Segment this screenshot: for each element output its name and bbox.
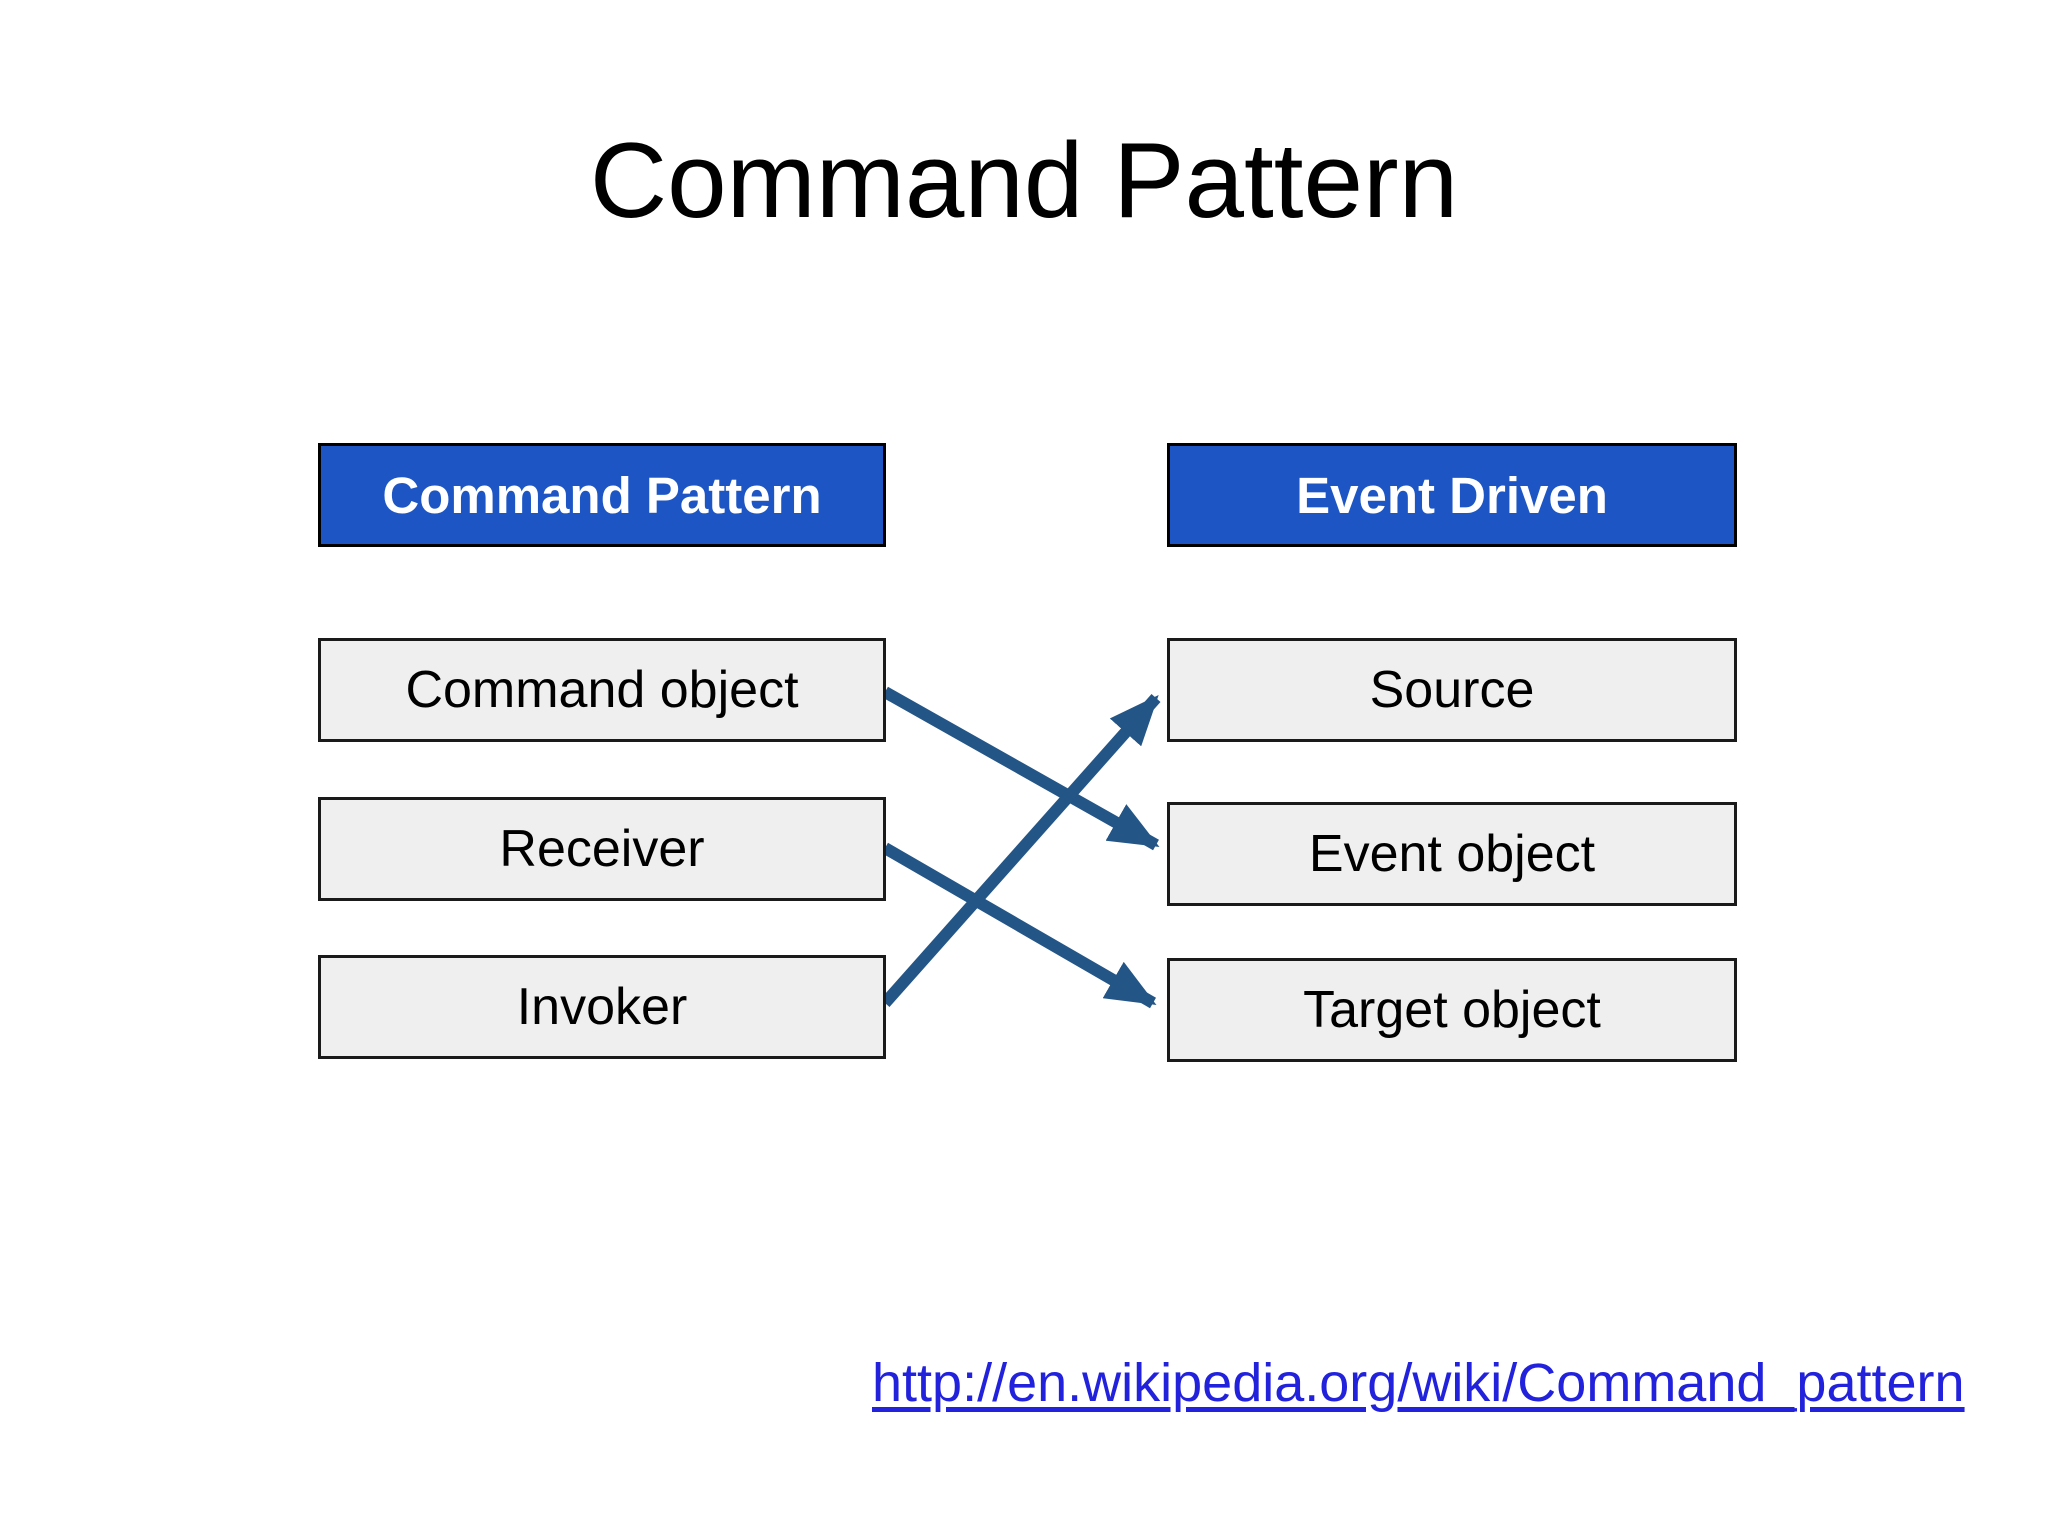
wikipedia-link[interactable]: http://en.wikipedia.org/wiki/Command_pat… [872, 1353, 1965, 1413]
left-column-header: Command Pattern [318, 443, 886, 547]
box-target-object: Target object [1167, 958, 1737, 1062]
box-event-object-label: Event object [1308, 825, 1596, 883]
left-column-header-label: Command Pattern [382, 466, 822, 524]
right-column-header-label: Event Driven [1296, 466, 1608, 524]
box-source-label: Source [1369, 661, 1535, 719]
box-command-object: Command object [318, 638, 886, 742]
page-title: Command Pattern [589, 120, 1459, 240]
box-target-object-label: Target object [1303, 981, 1601, 1039]
right-column-header: Event Driven [1167, 443, 1737, 547]
box-receiver: Receiver [318, 797, 886, 901]
box-event-object: Event object [1167, 802, 1737, 906]
box-invoker-label: Invoker [516, 978, 688, 1036]
box-invoker: Invoker [318, 955, 886, 1059]
arrow-receiver-to-target-object [881, 842, 1157, 1009]
box-command-object-label: Command object [405, 661, 799, 719]
arrow-command-object-to-event-object [882, 686, 1160, 851]
box-source: Source [1167, 638, 1737, 742]
arrow-invoker-to-source [880, 694, 1161, 1007]
box-receiver-label: Receiver [499, 820, 705, 878]
